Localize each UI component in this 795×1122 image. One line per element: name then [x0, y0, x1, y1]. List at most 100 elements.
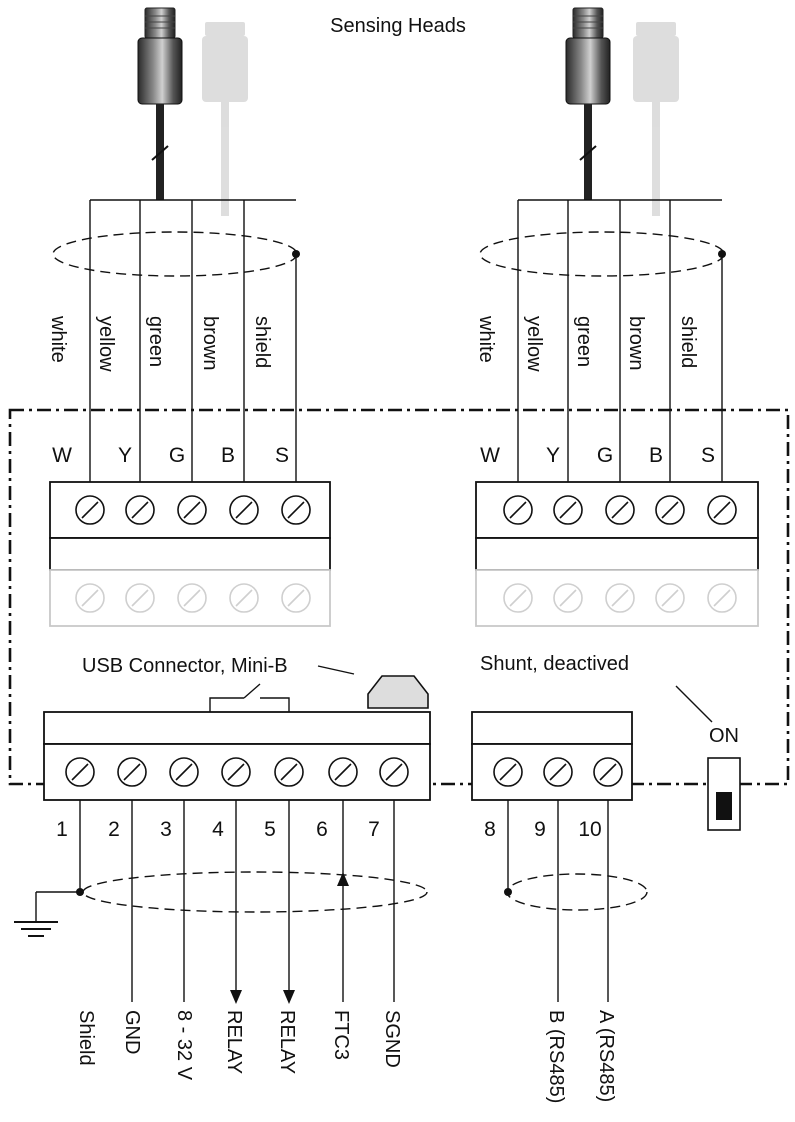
signal-label-shield: Shield — [75, 1010, 97, 1066]
bottom-terminal-screws — [65, 757, 623, 787]
terminal-screw-icon — [125, 495, 155, 525]
terminal-number-6: 6 — [316, 818, 328, 841]
terminal-screw-faded-icon — [655, 583, 685, 613]
terminal-screw-icon — [75, 495, 105, 525]
signal-label-gnd: GND — [121, 1010, 143, 1054]
power-terminal-block — [43, 711, 431, 801]
signal-label-b-rs485: B (RS485) — [545, 1010, 567, 1103]
terminal-screw-icon — [593, 757, 623, 787]
signal-label-8-32v: 8 - 32 V — [173, 1010, 195, 1081]
terminal-screw-icon — [553, 495, 583, 525]
shunt-label: Shunt, deactived — [480, 653, 629, 675]
sensing-head-right — [565, 7, 679, 216]
terminal-number-1: 1 — [56, 818, 68, 841]
terminal-screw-icon — [274, 757, 304, 787]
terminal-screw-icon — [503, 495, 533, 525]
terminal-W-right: W — [480, 444, 500, 467]
wire-labels-left: white yellow green brown shield — [47, 315, 273, 372]
terminal-screw-icon — [177, 495, 207, 525]
terminal-screw-faded-icon — [177, 583, 207, 613]
terminal-W-left: W — [52, 444, 72, 467]
usb-connector-icon — [367, 675, 429, 709]
terminal-number-10: 10 — [578, 818, 601, 841]
relay-5-arrow-icon — [283, 990, 295, 1004]
dip-switch-knob — [716, 792, 732, 820]
sensing-head-left-active — [137, 7, 183, 200]
terminal-screw-faded-icon — [707, 583, 737, 613]
terminal-screw-icon — [281, 495, 311, 525]
terminal-number-5: 5 — [264, 818, 276, 841]
terminal-number-7: 7 — [368, 818, 380, 841]
wire-label-shield-left: shield — [251, 316, 273, 368]
terminal-screw-faded-icon — [605, 583, 635, 613]
wire-label-white-left: white — [47, 315, 69, 363]
terminal-screw-icon — [65, 757, 95, 787]
terminal-screw-icon — [707, 495, 737, 525]
wire-label-brown-right: brown — [625, 316, 647, 370]
terminal-G-right: G — [597, 444, 613, 467]
wire-label-white-right: white — [475, 315, 497, 363]
terminal-B-right: B — [649, 444, 663, 467]
signal-label-sgnd: SGND — [381, 1010, 403, 1068]
ftc3-arrow-icon — [337, 872, 349, 886]
terminal-number-3: 3 — [160, 818, 172, 841]
terminal-screw-icon — [605, 495, 635, 525]
usb-connector-label: USB Connector, Mini-B — [82, 655, 288, 677]
terminal-screw-faded-icon — [229, 583, 259, 613]
terminal-screw-icon — [655, 495, 685, 525]
bottom-terminal-numbers: 1 2 3 4 5 6 7 8 9 10 — [56, 818, 602, 841]
wire-label-yellow-left: yellow — [95, 316, 117, 372]
bottom-wiring — [14, 800, 648, 1002]
terminal-screw-icon — [221, 757, 251, 787]
terminal-screw-icon — [543, 757, 573, 787]
wire-label-brown-left: brown — [199, 316, 221, 370]
terminal-G-left: G — [169, 444, 185, 467]
wire-label-green-right: green — [573, 316, 595, 367]
terminal-screw-icon — [117, 757, 147, 787]
terminal-screw-faded-icon — [75, 583, 105, 613]
terminal-letters-left: W Y G B S — [52, 444, 289, 467]
terminal-screw-faded-icon — [125, 583, 155, 613]
shield-junction-left — [292, 250, 300, 258]
wire-label-yellow-right: yellow — [523, 316, 545, 372]
terminal-screw-icon — [229, 495, 259, 525]
wire-labels-right: white yellow green brown shield — [475, 315, 699, 372]
terminal-screw-icon — [169, 757, 199, 787]
switch-on-label: ON — [709, 725, 739, 747]
shield-junction-right — [718, 250, 726, 258]
signal-label-a-rs485: A (RS485) — [595, 1010, 617, 1102]
usb-leader-line — [317, 665, 355, 675]
signal-label-relay-4: RELAY — [223, 1010, 245, 1074]
sensing-head-left — [137, 7, 248, 216]
terminal-S-right: S — [701, 444, 715, 467]
shunt-leader-line — [675, 685, 713, 723]
terminal-Y-left: Y — [118, 444, 132, 467]
terminal-screw-icon — [328, 757, 358, 787]
bottom-signal-labels: Shield GND 8 - 32 V RELAY RELAY FTC3 SGN… — [75, 1010, 617, 1103]
terminal-S-left: S — [275, 444, 289, 467]
terminal-Y-right: Y — [546, 444, 560, 467]
terminal-B-left: B — [221, 444, 235, 467]
terminal-screw-icon — [493, 757, 523, 787]
signal-label-ftc3: FTC3 — [330, 1010, 352, 1060]
terminal-number-8: 8 — [484, 818, 496, 841]
sensing-head-right-active — [565, 7, 611, 200]
relay-contact-symbol — [209, 683, 290, 712]
sensing-heads-title: Sensing Heads — [330, 15, 466, 37]
wire-label-green-left: green — [145, 316, 167, 367]
shield-junction-bottom-right — [504, 888, 512, 896]
wire-label-shield-right: shield — [677, 316, 699, 368]
sensing-head-right-faded — [633, 22, 679, 216]
terminal-screw-faded-icon — [281, 583, 311, 613]
shield-junction-bottom-left — [76, 888, 84, 896]
signal-label-relay-5: RELAY — [276, 1010, 298, 1074]
sensing-head-left-faded — [202, 22, 248, 216]
terminal-number-2: 2 — [108, 818, 120, 841]
terminal-screw-icon — [379, 757, 409, 787]
terminal-screw-faded-icon — [553, 583, 583, 613]
terminal-number-4: 4 — [212, 818, 224, 841]
terminal-screw-faded-icon — [503, 583, 533, 613]
terminal-number-9: 9 — [534, 818, 546, 841]
